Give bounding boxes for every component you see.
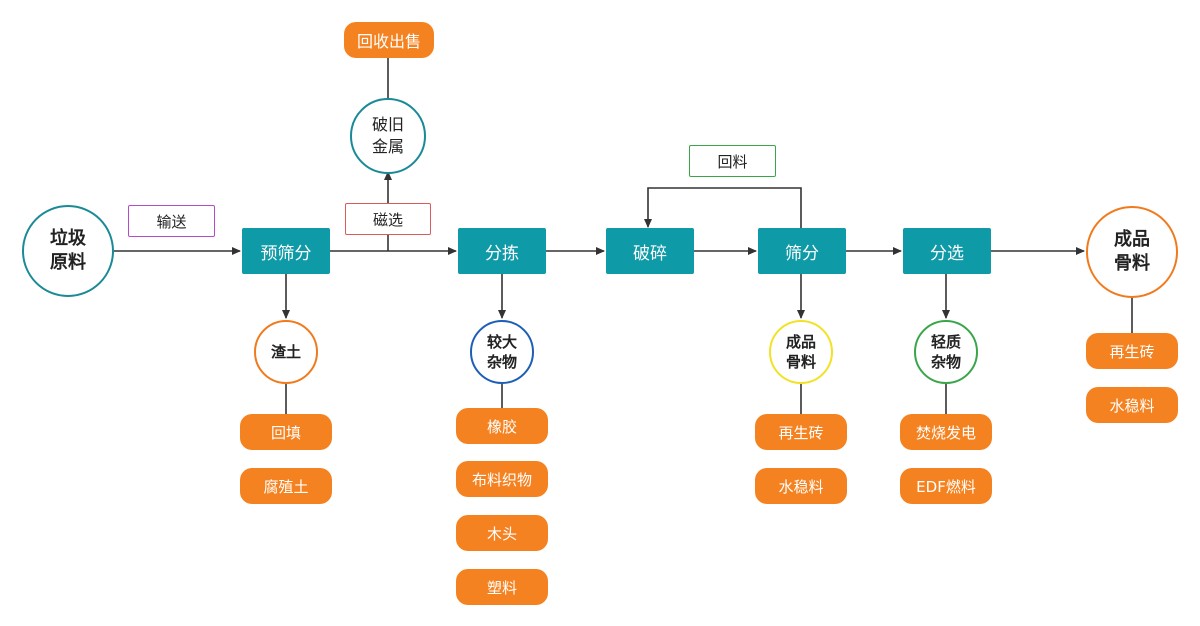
separation-step: 分选 xyxy=(903,228,991,274)
recycle-sale-output: 回收出售 xyxy=(344,22,434,58)
output-humus-soil: 腐殖土 xyxy=(240,468,332,504)
magnetic-separation-label: 磁选 xyxy=(345,203,431,235)
output-rubber: 橡胶 xyxy=(456,408,548,444)
output-plastic: 塑料 xyxy=(456,569,548,605)
final-output-recycled-brick: 再生砖 xyxy=(1086,333,1178,369)
scrap-metal-node: 破旧 金属 xyxy=(350,98,426,174)
residue-soil-node: 渣土 xyxy=(254,320,318,384)
light-debris-node: 轻质 杂物 xyxy=(914,320,978,384)
output-backfill: 回填 xyxy=(240,414,332,450)
aggregate-node: 成品 骨料 xyxy=(769,320,833,384)
output-edf-fuel: EDF燃料 xyxy=(900,468,992,504)
bulky-debris-node: 较大 杂物 xyxy=(470,320,534,384)
raw-material-node: 垃圾 原料 xyxy=(22,205,114,297)
transport-label: 输送 xyxy=(128,205,215,237)
arrow-return-loop xyxy=(644,187,802,228)
crushing-step: 破碎 xyxy=(606,228,694,274)
screening-step: 筛分 xyxy=(758,228,846,274)
prescreen-step: 预筛分 xyxy=(242,228,330,274)
final-product-node: 成品 骨料 xyxy=(1086,206,1178,298)
output-stabilized-material: 水稳料 xyxy=(755,468,847,504)
return-material-label: 回料 xyxy=(689,145,776,177)
output-wood: 木头 xyxy=(456,515,548,551)
output-fabric: 布料织物 xyxy=(456,461,548,497)
output-incineration-power: 焚烧发电 xyxy=(900,414,992,450)
output-recycled-brick: 再生砖 xyxy=(755,414,847,450)
sorting-step: 分拣 xyxy=(458,228,546,274)
final-output-stabilized-material: 水稳料 xyxy=(1086,387,1178,423)
